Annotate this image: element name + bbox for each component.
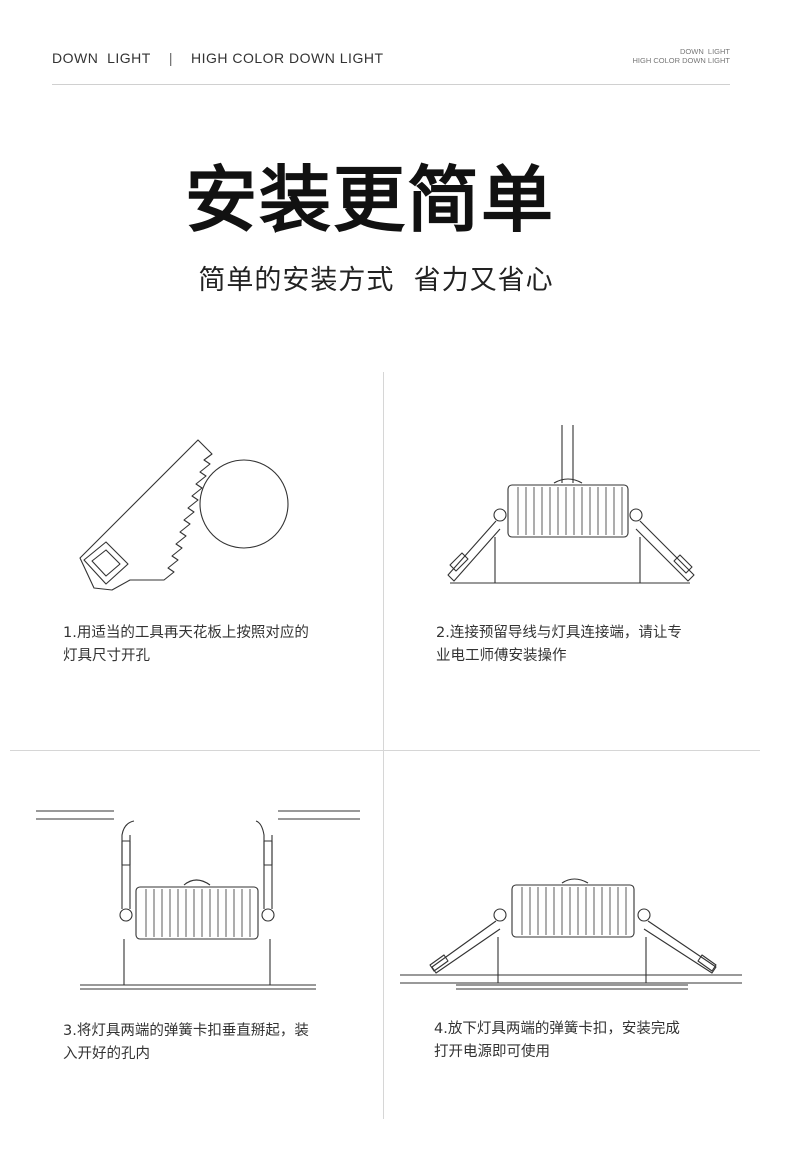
step-1-caption: 1.用适当的工具再天花板上按照对应的 灯具尺寸开孔 [63, 622, 309, 668]
spring-clip-left-icon [119, 908, 133, 922]
header-right-line2: HIGH COLOR DOWN LIGHT [632, 56, 730, 65]
step-2-line2: 业电工师傅安装操作 [436, 648, 567, 664]
header-primary-label: DOWN LIGHT [52, 50, 151, 66]
grid-horizontal-divider [10, 750, 760, 751]
spring-clip-left-icon [493, 908, 507, 922]
spring-clip-right-icon [637, 908, 651, 922]
step-2-caption: 2.连接预留导线与灯具连接端，请让专 业电工师傅安装操作 [436, 622, 682, 668]
spring-clip-right-icon [629, 508, 643, 522]
spring-clip-left-icon [493, 508, 507, 522]
step-1-line1: 1.用适当的工具再天花板上按照对应的 [63, 625, 309, 641]
saw-and-hole-illustration [79, 439, 289, 591]
wiring-illustration [447, 425, 695, 584]
header-divider: | [168, 50, 173, 66]
ceiling-hole-icon [199, 459, 289, 549]
ceiling-board-right-icon [278, 810, 360, 820]
step-3-line1: 3.将灯具两端的弹簧卡扣垂直掰起，装 [63, 1023, 309, 1039]
installed-light-illustration [400, 878, 742, 990]
step-2-line1: 2.连接预留导线与灯具连接端，请让专 [436, 625, 682, 641]
downlight-body-icon [511, 884, 635, 938]
header-right-tag: DOWN LIGHT HIGH COLOR DOWN LIGHT [632, 47, 730, 65]
step-1-line2: 灯具尺寸开孔 [63, 648, 150, 664]
header-brand: DOWN LIGHT | HIGH COLOR DOWN LIGHT [52, 50, 384, 66]
ceiling-board-left-icon [36, 810, 114, 820]
downlight-body-icon [135, 886, 259, 940]
step-4-line2: 打开电源即可使用 [434, 1044, 550, 1060]
step-3-caption: 3.将灯具两端的弹簧卡扣垂直掰起，装 入开好的孔内 [63, 1020, 309, 1066]
step-3-line2: 入开好的孔内 [63, 1046, 150, 1062]
spring-clip-right-icon [261, 908, 275, 922]
header-right-line1: DOWN LIGHT [680, 47, 730, 56]
insert-light-illustration [36, 810, 360, 990]
step-4-caption: 4.放下灯具两端的弹簧卡扣，安装完成 打开电源即可使用 [434, 1018, 680, 1064]
page-subtitle: 简单的安装方式 省力又省心 [198, 265, 554, 296]
step-4-line1: 4.放下灯具两端的弹簧卡扣，安装完成 [434, 1021, 680, 1037]
ceiling-board-icon [400, 974, 742, 984]
header-divider-rule [52, 84, 730, 85]
downlight-body-icon [507, 484, 629, 538]
header-secondary-label: HIGH COLOR DOWN LIGHT [190, 50, 384, 66]
page-title: 安装更简单 [184, 158, 555, 242]
grid-vertical-divider-top [383, 372, 384, 750]
saw-icon [79, 439, 213, 591]
grid-vertical-divider-bottom [383, 751, 384, 1119]
power-wire-icon [561, 425, 574, 483]
